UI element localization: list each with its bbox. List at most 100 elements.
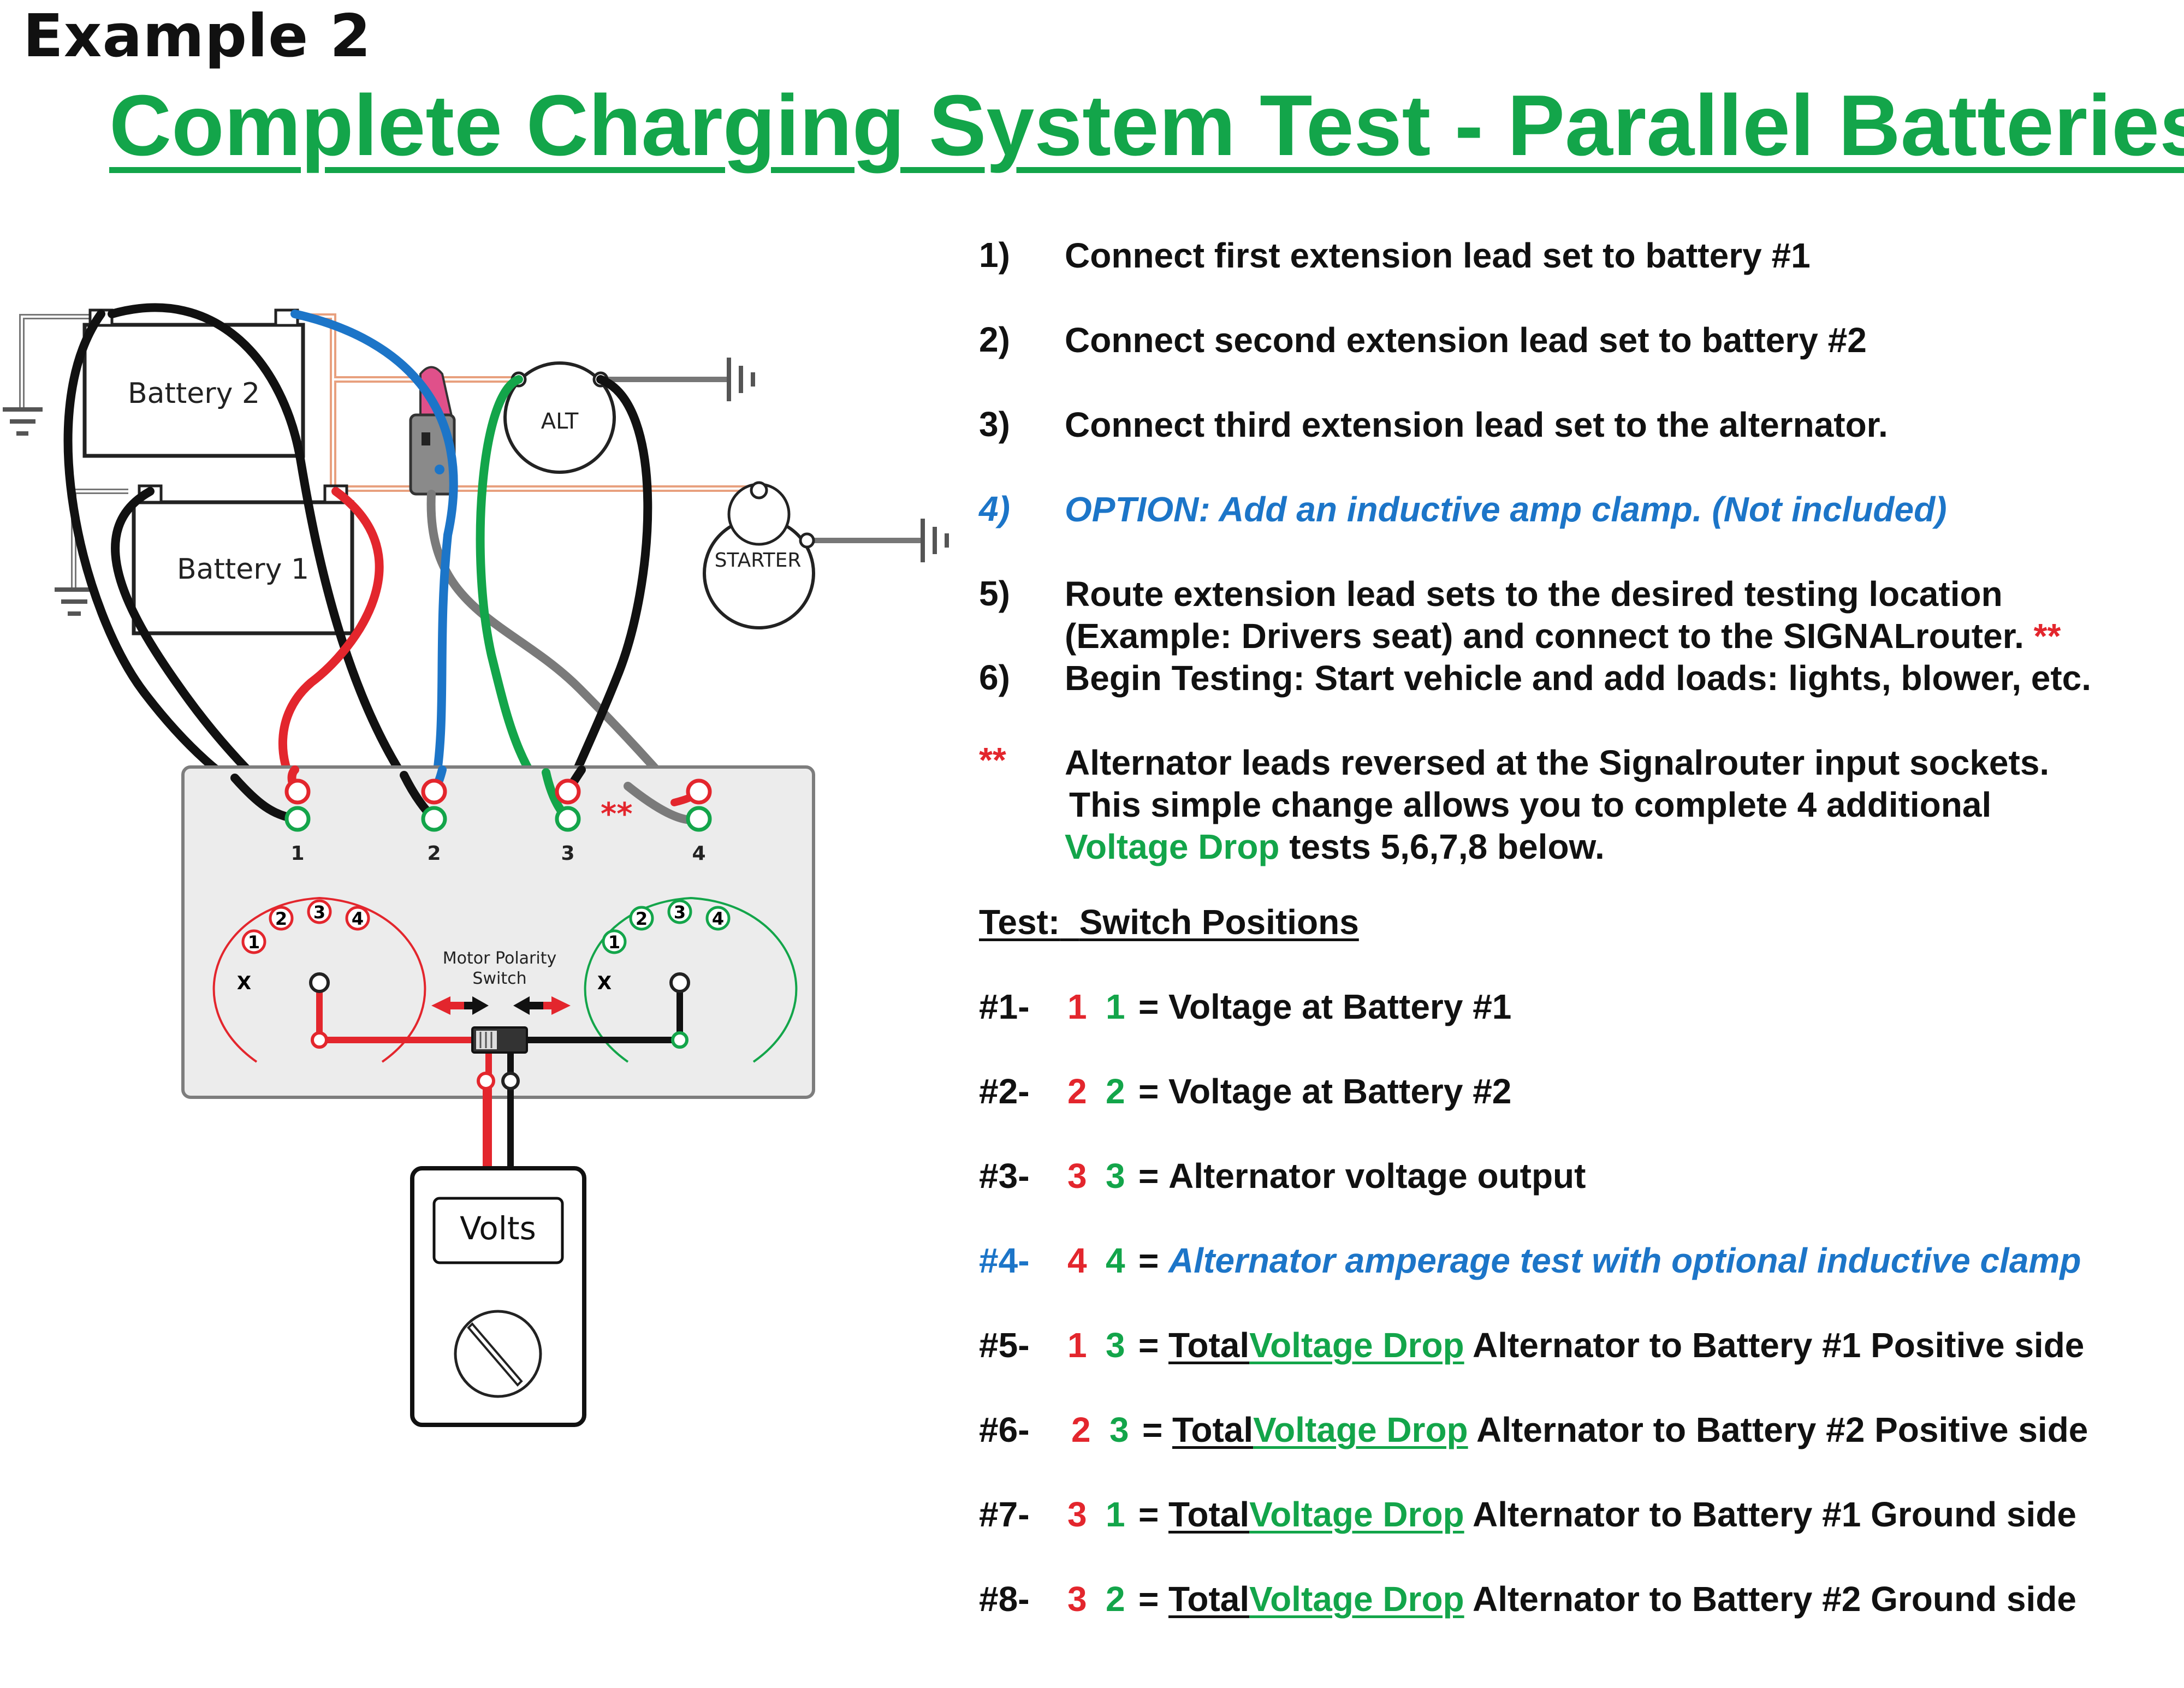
test-6-voltage-drop: Voltage Drop <box>1253 1410 1468 1449</box>
note-line-3: Voltage Drop tests 5,6,7,8 below. <box>1065 826 1605 868</box>
ground-symbol <box>3 358 949 616</box>
test-3-eq: = <box>1138 1156 1159 1196</box>
battery-2-label: Battery 2 <box>128 377 260 410</box>
test-3-id: #3- <box>979 1156 1030 1196</box>
red-dial-x: X <box>237 972 251 994</box>
socket-label-4: 4 <box>692 842 705 865</box>
step-6-text: Begin Testing: Start vehicle and add loa… <box>1065 658 2092 698</box>
test-7-id: #7- <box>979 1495 1030 1534</box>
test-5-total: Total <box>1168 1326 1250 1365</box>
test-3-desc: Alternator voltage output <box>1168 1156 1586 1196</box>
test-6-rest: Alternator to Battery #2 Positive side <box>1468 1410 2088 1449</box>
step-4-number: 4) <box>979 489 1010 528</box>
test-5-desc: TotalVoltage Drop Alternator to Battery … <box>1168 1325 2084 1365</box>
step-1-text: Connect first extension lead set to batt… <box>1065 236 1811 275</box>
volt-meter: Volts <box>410 1166 586 1427</box>
test-1-red: 1 <box>1067 987 1087 1026</box>
test-2-desc: Voltage at Battery #2 <box>1168 1072 1512 1111</box>
example-label: Example 2 <box>23 2 372 70</box>
test-5-voltage-drop: Voltage Drop <box>1249 1326 1464 1365</box>
step-5-number: 5) <box>979 574 1010 613</box>
test-4-desc: Alternator amperage test with optional i… <box>1168 1241 2081 1280</box>
motor-polarity-switch: Motor Polarity Switch <box>431 949 571 1054</box>
reversed-mark: ** <box>601 797 633 832</box>
test-6-red: 2 <box>1071 1410 1091 1449</box>
step-1-number: 1) <box>979 235 1010 275</box>
step-5-text-line2: (Example: Drivers seat) and connect to t… <box>1065 615 2061 657</box>
step-3-number: 3) <box>979 405 1010 444</box>
test-7-total: Total <box>1168 1495 1250 1534</box>
battery-1-label: Battery 1 <box>177 553 309 586</box>
green-dial-num-2: 2 <box>636 908 648 929</box>
green-dial-num-1: 1 <box>608 932 620 953</box>
red-dial-num-2: 2 <box>275 908 287 929</box>
test-7-red: 3 <box>1067 1495 1087 1534</box>
test-5-id: #5- <box>979 1326 1030 1365</box>
test-8-green: 2 <box>1106 1579 1125 1619</box>
test-8-eq: = <box>1138 1579 1159 1619</box>
step-5-text-line1: Route extension lead sets to the desired… <box>1065 574 2003 614</box>
step-6-number: 6) <box>979 658 1010 697</box>
test-5-red: 1 <box>1067 1326 1087 1365</box>
starter: STARTER <box>703 481 815 629</box>
step-4-text: OPTION: Add an inductive amp clamp. (Not… <box>1065 490 1947 529</box>
green-dial-num-4: 4 <box>712 908 724 929</box>
test-1-desc: Voltage at Battery #1 <box>1168 987 1512 1026</box>
test-6-id: #6- <box>979 1410 1030 1449</box>
note-line-1: Alternator leads reversed at the Signalr… <box>1065 743 2050 782</box>
test-8-id: #8- <box>979 1579 1030 1619</box>
step-3-text: Connect third extension lead set to the … <box>1065 405 1888 444</box>
input-sockets: 1 2 3 4 ** <box>284 778 712 865</box>
red-dial-num-4: 4 <box>352 908 364 929</box>
test-6-total: Total <box>1172 1410 1254 1449</box>
test-7-eq: = <box>1138 1495 1159 1534</box>
test-2-red: 2 <box>1067 1072 1087 1111</box>
step-2-number: 2) <box>979 320 1010 359</box>
tests-heading: Test: Switch Positions <box>979 902 1359 942</box>
test-5-rest: Alternator to Battery #1 Positive side <box>1464 1326 2085 1365</box>
note-mark: ** <box>979 740 1006 780</box>
meter-label: Volts <box>460 1210 536 1247</box>
tests-heading-test: Test: <box>979 902 1060 942</box>
test-7-voltage-drop: Voltage Drop <box>1249 1495 1464 1534</box>
polarity-switch-label-1: Motor Polarity <box>443 949 557 968</box>
test-3-green: 3 <box>1106 1156 1125 1196</box>
test-5-green: 3 <box>1106 1326 1125 1365</box>
test-1-green: 1 <box>1106 987 1125 1026</box>
test-8-voltage-drop: Voltage Drop <box>1249 1579 1464 1619</box>
green-selector-dial: 1 2 3 4 X <box>584 896 798 1063</box>
signal-router-panel <box>181 765 815 1099</box>
test-6-eq: = <box>1142 1410 1163 1449</box>
socket-label-2: 2 <box>427 842 441 865</box>
test-1-id: #1- <box>979 987 1030 1026</box>
red-dial-num-3: 3 <box>313 902 325 923</box>
socket-label-1: 1 <box>290 842 304 865</box>
test-4-green: 4 <box>1106 1241 1125 1280</box>
test-7-desc: TotalVoltage Drop Alternator to Battery … <box>1168 1494 2076 1535</box>
note-voltage-drop: Voltage Drop <box>1065 827 1280 866</box>
page-title: Complete Charging System Test - Parallel… <box>109 78 2184 174</box>
starter-label: STARTER <box>715 549 802 572</box>
test-6-desc: TotalVoltage Drop Alternator to Battery … <box>1172 1410 2088 1450</box>
red-dial-num-1: 1 <box>248 932 260 953</box>
alternator-label: ALT <box>541 409 579 434</box>
test-7-green: 1 <box>1106 1495 1125 1534</box>
step-5-line2-text: (Example: Drivers seat) and connect to t… <box>1065 616 2024 656</box>
test-2-id: #2- <box>979 1072 1030 1111</box>
green-dial-x: X <box>597 972 612 994</box>
note-line-3-rest: tests 5,6,7,8 below. <box>1279 827 1605 866</box>
red-selector-dial: 1 2 3 4 X <box>212 896 426 1063</box>
test-7-rest: Alternator to Battery #1 Ground side <box>1464 1495 2076 1534</box>
socket-label-3: 3 <box>561 842 574 865</box>
test-8-red: 3 <box>1067 1579 1087 1619</box>
test-5-eq: = <box>1138 1326 1159 1365</box>
test-1-eq: = <box>1138 987 1159 1026</box>
note-line-2: This simple change allows you to complet… <box>1069 785 1992 824</box>
test-4-red: 4 <box>1067 1241 1087 1280</box>
test-6-green: 3 <box>1109 1410 1129 1449</box>
step-5-mark: ** <box>2033 616 2061 656</box>
test-8-rest: Alternator to Battery #2 Ground side <box>1464 1579 2076 1619</box>
polarity-switch-label-2: Switch <box>472 969 526 988</box>
tests-heading-switch: Switch Positions <box>1079 902 1359 942</box>
green-dial-num-3: 3 <box>674 902 686 923</box>
